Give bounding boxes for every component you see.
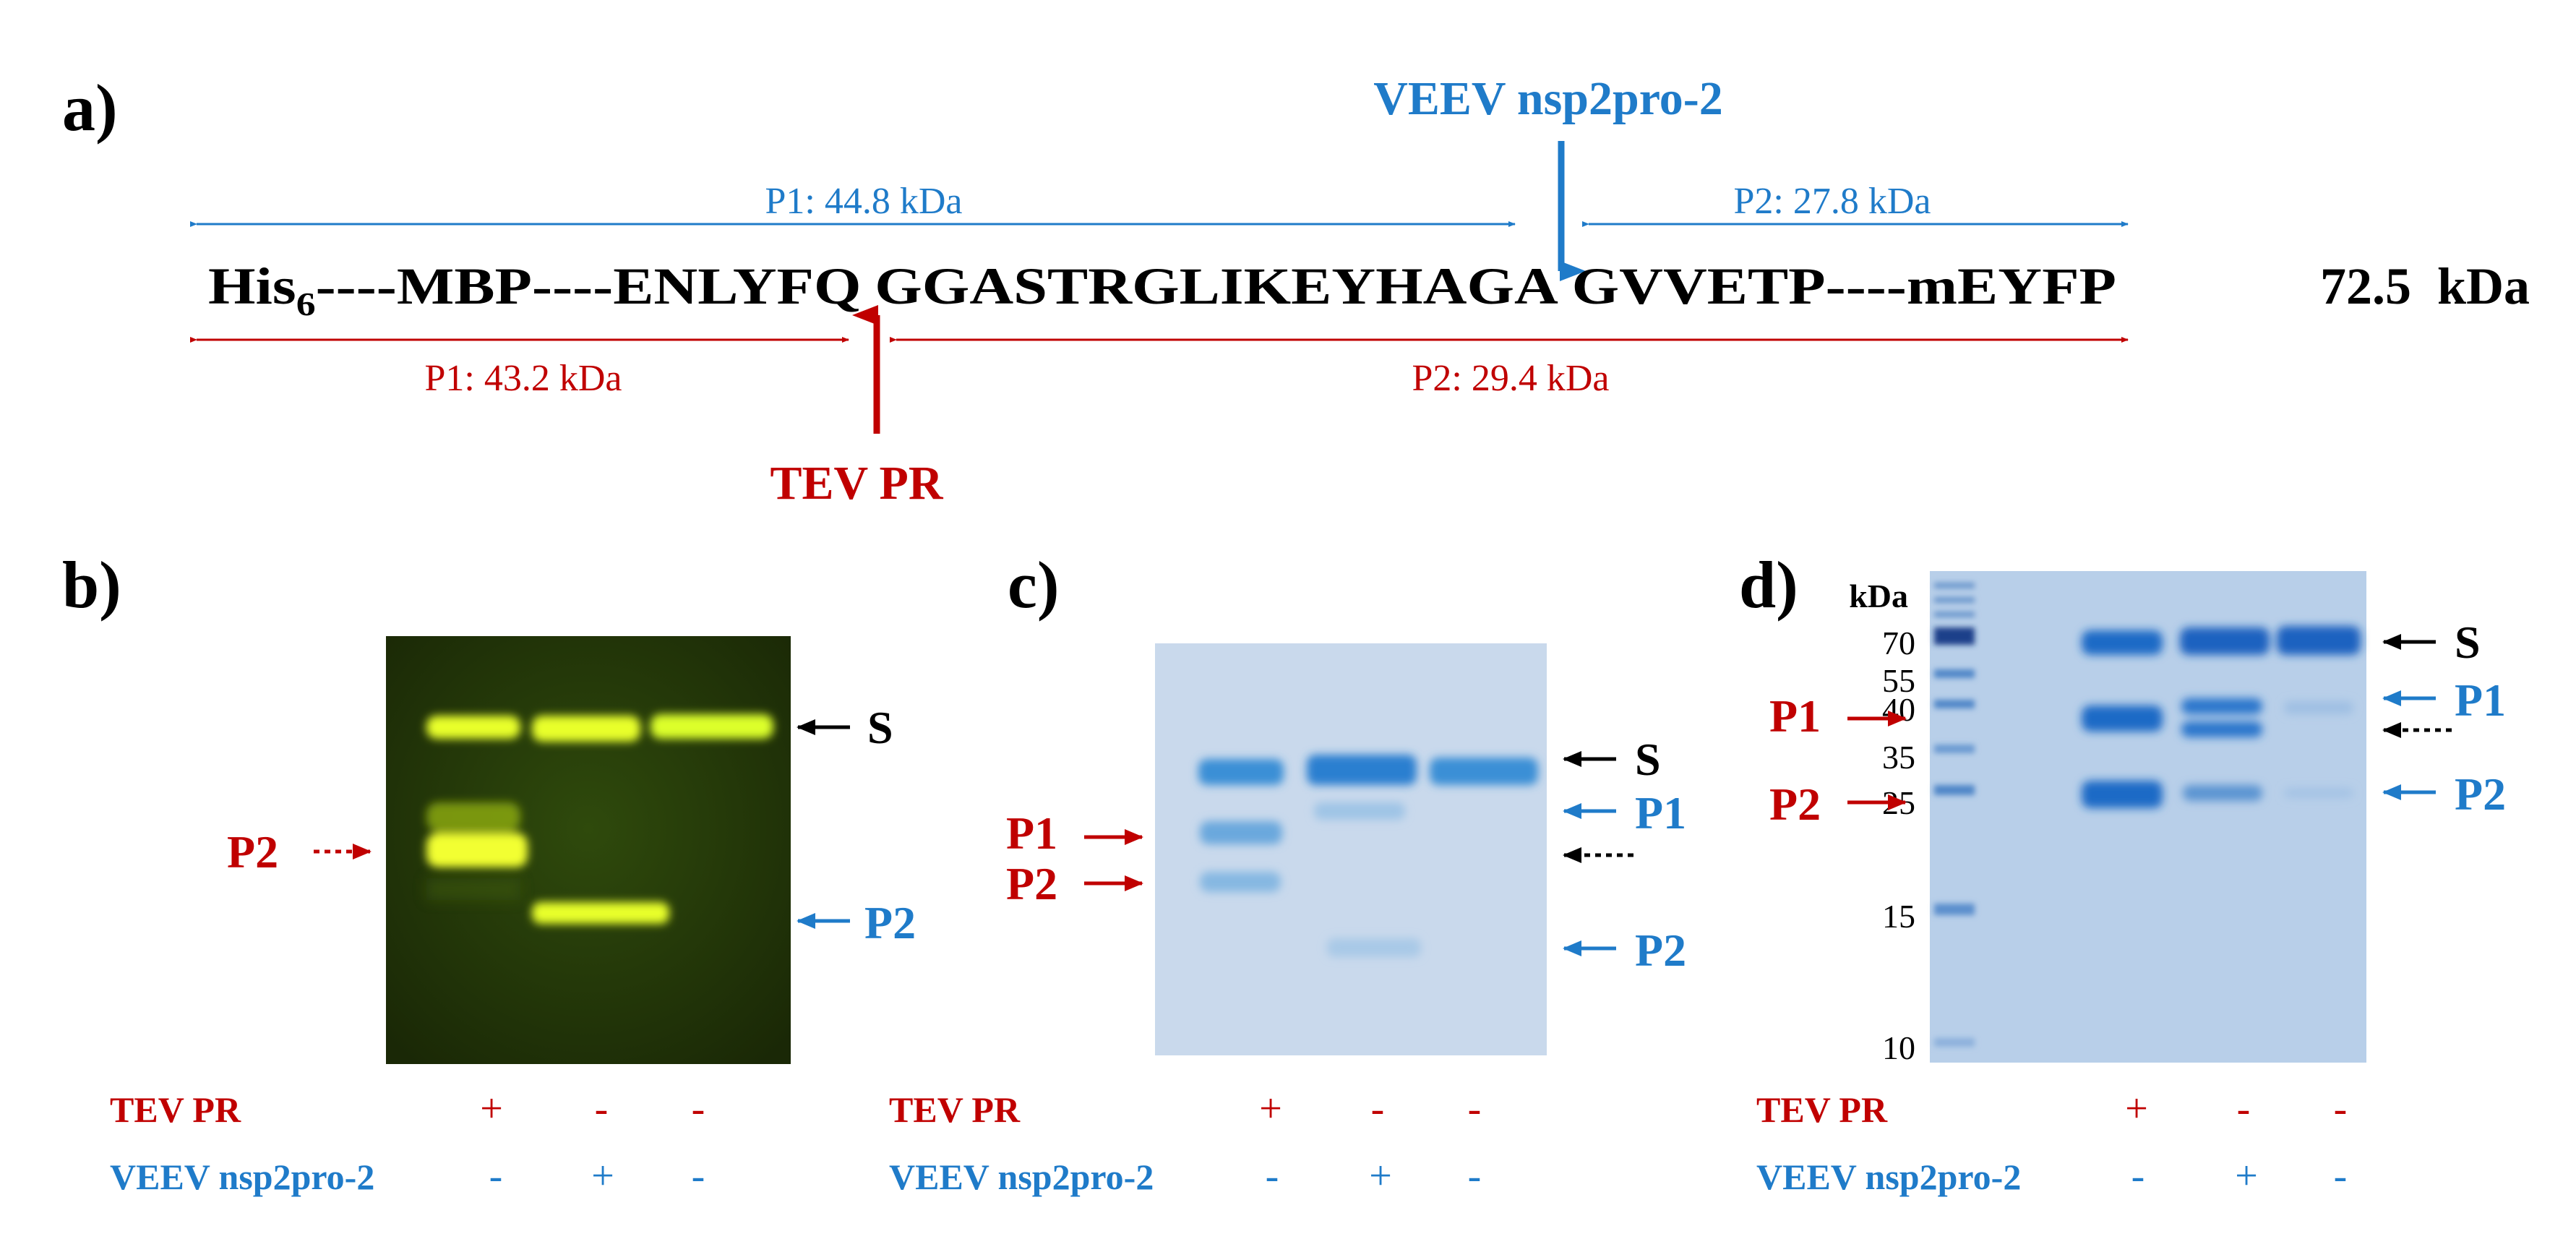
gel-b-band-s-lane1 [426, 716, 520, 739]
panel-c-label: c) [1008, 548, 1059, 622]
gel-c-veev-sign-3: - [1468, 1154, 1482, 1199]
gel-c-tev-sign-2: - [1371, 1086, 1385, 1131]
gel-c-p1-blue-label: P1 [1635, 787, 1686, 839]
gel-c-band-p2-blue [1327, 938, 1421, 957]
gel-b-row-veev: VEEV nsp2pro-2 [110, 1157, 374, 1197]
blue-p2-mass: P2: 27.8 kDa [1734, 181, 1931, 222]
gel-d-band-p1-red [2082, 706, 2163, 732]
seq-c-terminal: GVVETP----mEYFP [1572, 257, 2116, 315]
gel-b-p2-blue-label: P2 [864, 897, 916, 948]
gel-d-veev-sign-3: - [2334, 1154, 2348, 1199]
gel-d-band-p1-blue [2181, 698, 2262, 714]
total-mass: 72.5 kDa [2320, 257, 2530, 315]
ladder-mark-15: 15 [1882, 898, 1915, 935]
gel-d-p1-blue-label: P1 [2455, 674, 2506, 726]
gel-b-veev-sign-2: + [591, 1154, 614, 1199]
gel-b-band-s-lane2 [532, 716, 640, 742]
gel-c-p2-blue-label: P2 [1635, 925, 1686, 976]
gel-b-s-label: S [867, 702, 893, 753]
ladder-mark-35: 35 [1882, 739, 1915, 776]
gel-d-row-tev: TEV PR [1756, 1089, 1888, 1130]
panel-a-label: a) [62, 71, 118, 145]
gel-b-p2-red-label: P2 [227, 826, 278, 878]
red-p1-mass: P1: 43.2 kDa [425, 358, 622, 399]
gel-c-s-label: S [1635, 734, 1661, 785]
panel-c: c) S P1 P2 P1 P2 TEV PR + - - [889, 548, 1686, 1199]
gel-c-band-p2-red [1200, 872, 1281, 892]
ladder-mark-10: 10 [1882, 1029, 1915, 1066]
coomassie-gel-d-image [1930, 571, 2366, 1063]
seq-mbp-tev-site: ----MBP----ENLYFQ [316, 257, 862, 315]
gel-d-p2-red-label: P2 [1769, 779, 1821, 830]
fluorescence-gel-image [386, 636, 791, 1064]
seq-linker: GGASTRGLIKEYHAGA [875, 257, 1558, 315]
veev-cleavage-label: VEEV nsp2pro-2 [1373, 72, 1723, 125]
gel-d-band-s-lane1 [2082, 630, 2163, 655]
gel-c-veev-sign-2: + [1369, 1154, 1392, 1199]
gel-b-veev-sign-3: - [692, 1154, 705, 1199]
gel-c-band-s-lane1 [1198, 759, 1284, 785]
gel-d-p2-blue-label: P2 [2455, 768, 2506, 820]
ladder-mark-70: 70 [1882, 625, 1915, 661]
gel-c-band-s-lane2 [1307, 755, 1417, 785]
gel-b-tev-sign-3: - [692, 1086, 705, 1131]
gel-d-band-s-lane2 [2180, 627, 2270, 655]
gel-c-band-s-lane3 [1430, 758, 1538, 785]
gel-c-veev-sign-1: - [1266, 1154, 1279, 1199]
gel-b-band-p2-blue [532, 902, 669, 924]
ladder-mark-40: 40 [1882, 691, 1915, 728]
tev-cleavage-label: TEV PR [770, 457, 944, 510]
panel-b-label: b) [62, 548, 121, 622]
gel-d-tev-sign-3: - [2334, 1086, 2348, 1131]
panel-d-label: d) [1739, 548, 1798, 622]
gel-d-band-dashed-product [2181, 721, 2262, 737]
gel-c-p1-red-label: P1 [1006, 807, 1057, 859]
gel-c-band-p1-red [1200, 821, 1282, 844]
panel-d: d) kDa 70 55 40 35 25 15 10 [1739, 548, 2506, 1199]
gel-b-tev-sign-2: - [595, 1086, 609, 1131]
gel-b-band-s-lane3 [651, 714, 773, 739]
gel-d-band-s-lane3 [2277, 626, 2361, 655]
gel-c-p2-red-label: P2 [1006, 858, 1057, 909]
gel-d-band-p2-red [2082, 781, 2163, 808]
seq-his-subscript: 6 [296, 286, 316, 322]
red-p2-mass: P2: 29.4 kDa [1412, 358, 1610, 399]
panel-a: a) VEEV nsp2pro-2 P1: 44.8 kDa P2: 27.8 … [62, 71, 2530, 510]
gel-b-band-p2-red [426, 833, 528, 867]
gel-c-tev-sign-1: + [1259, 1086, 1282, 1131]
gel-d-veev-sign-1: - [2131, 1154, 2145, 1199]
gel-d-s-label: S [2455, 617, 2481, 668]
blue-p1-mass: P1: 44.8 kDa [765, 181, 963, 222]
gel-c-tev-sign-3: - [1468, 1086, 1482, 1131]
gel-d-row-veev: VEEV nsp2pro-2 [1756, 1157, 2021, 1197]
gel-c-band-p1-blue [1314, 802, 1405, 820]
gel-d-band-p2-blue [2183, 785, 2262, 801]
gel-c-row-veev: VEEV nsp2pro-2 [889, 1157, 1154, 1197]
gel-b-tev-sign-1: + [480, 1086, 503, 1131]
panel-b: b) S P2 P2 TEV PR + - - VEEV [62, 548, 916, 1199]
gel-b-row-tev: TEV PR [110, 1089, 241, 1130]
gel-c-row-tev: TEV PR [889, 1089, 1021, 1130]
coomassie-gel-c-image [1155, 643, 1547, 1055]
gel-d-veev-sign-2: + [2235, 1154, 2258, 1199]
gel-d-tev-sign-2: - [2237, 1086, 2251, 1131]
gel-b-veev-sign-1: - [489, 1154, 503, 1199]
gel-d-tev-sign-1: + [2125, 1086, 2148, 1131]
ladder-kda-header: kDa [1849, 578, 1908, 614]
gel-d-p1-red-label: P1 [1769, 690, 1821, 742]
ladder-mark-55: 55 [1882, 662, 1915, 699]
seq-his: His [208, 257, 296, 315]
